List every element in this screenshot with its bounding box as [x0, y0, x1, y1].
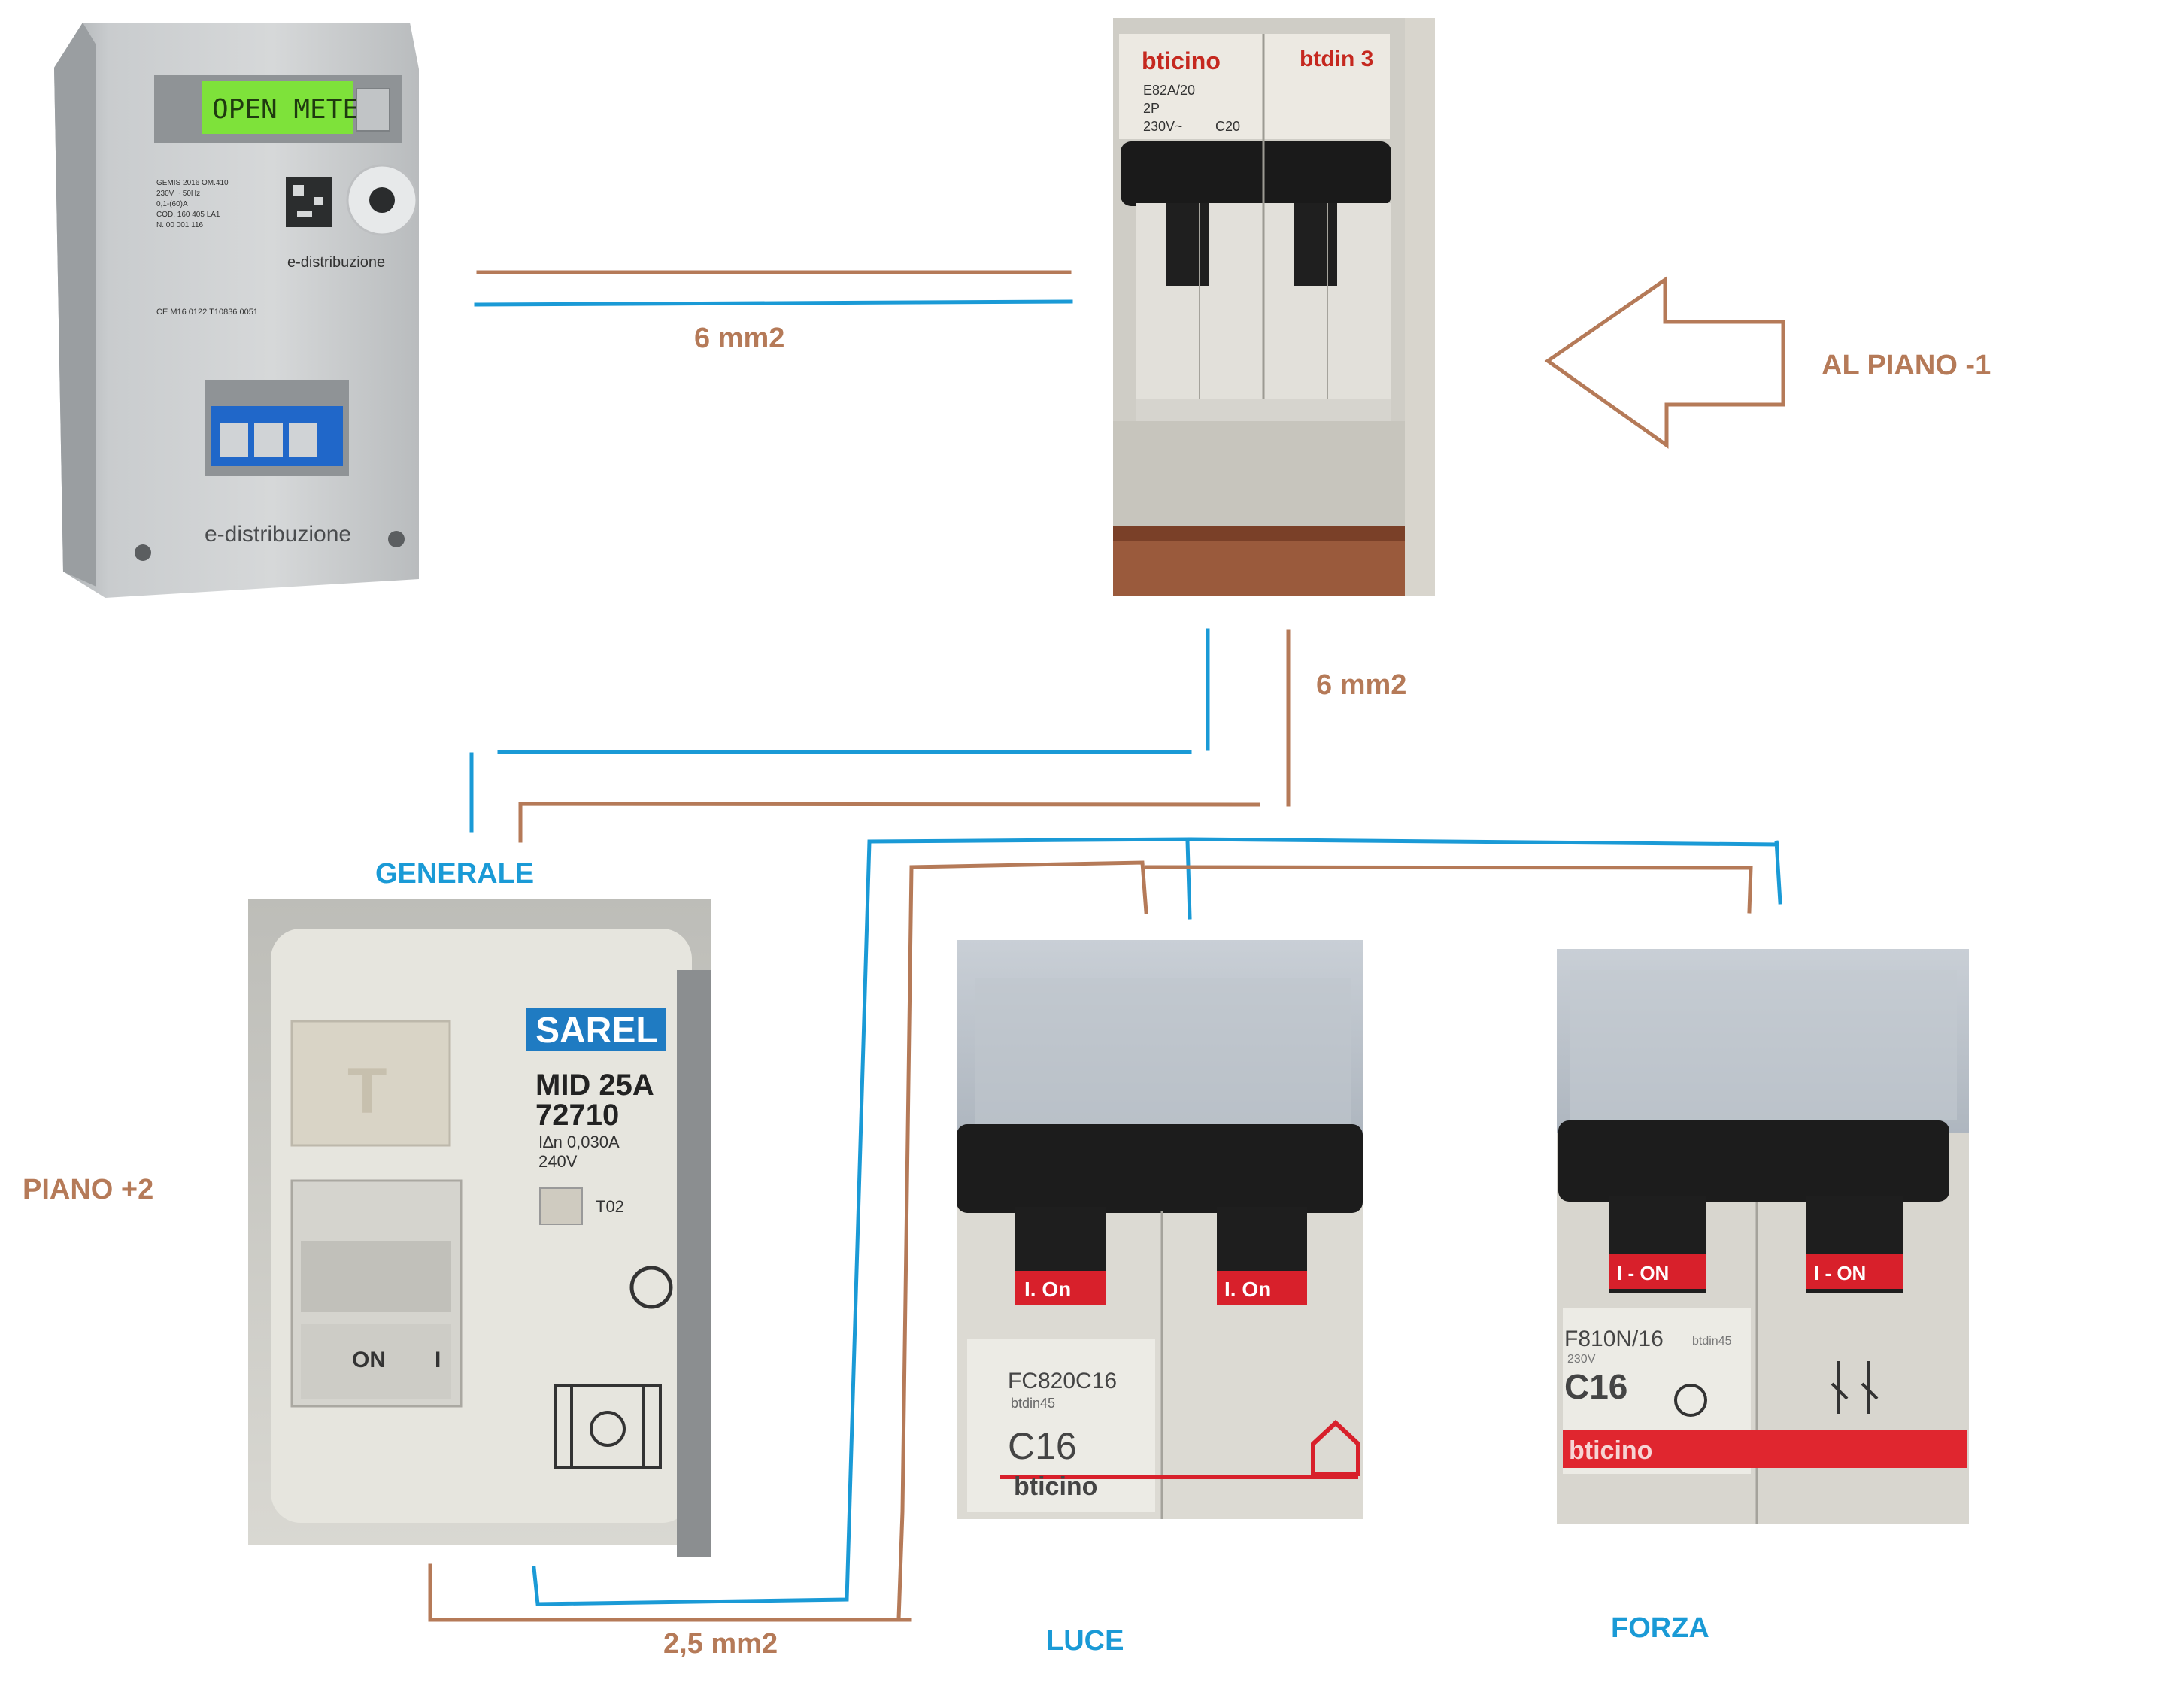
mcb-forza-toggle-bar	[1558, 1120, 1949, 1202]
mcb-forza-code: F810N/16	[1564, 1327, 1664, 1351]
arrow-from-floor	[1544, 276, 1785, 449]
breaker-brand-left: bticino	[1142, 47, 1221, 74]
rcbo-brand: SAREL	[535, 1011, 658, 1051]
wire-branch-neutral	[532, 837, 1782, 1606]
mcb-forza-brand: bticino	[1569, 1436, 1652, 1465]
wire-branch-phase	[428, 1563, 912, 1622]
mcb-luce-on-2: I. On	[1224, 1278, 1271, 1301]
screw-icon	[135, 544, 151, 561]
mcb-luce-rating: C16	[1008, 1425, 1077, 1467]
energy-meter: OPEN METER GEMIS 2016 OM.410 230V ~ 50Hz…	[54, 23, 419, 598]
cable-label-meter: 6 mm2	[694, 323, 785, 354]
label-forza: FORZA	[1611, 1612, 1709, 1644]
mcb-forza-schematic-icon	[1831, 1361, 1879, 1414]
cable-label-branch: 2,5 mm2	[663, 1628, 778, 1660]
mcb-forza-photo: I - ON I - ON F810N/16 btdin45 230V C16 …	[1557, 949, 1969, 1524]
mcb-forza-approval-icon	[1674, 1384, 1707, 1417]
svg-text:GEMIS 2016 OM.410: GEMIS 2016 OM.410	[156, 179, 229, 187]
svg-text:COD. 160 405 LA1: COD. 160 405 LA1	[156, 211, 220, 219]
wire-generale-phase	[518, 802, 1260, 843]
rcbo-code: 72710	[535, 1099, 619, 1132]
mcb-luce-photo: I. On I. On FC820C16 btdin45 C16 bticino	[957, 940, 1363, 1519]
svg-text:0,1-(60)A: 0,1-(60)A	[156, 200, 188, 208]
mcb-forza-on-1: I - ON	[1617, 1262, 1669, 1284]
cable-label-main: 6 mm2	[1316, 669, 1407, 701]
rcbo-test-button	[290, 1020, 451, 1147]
breaker-rating: C20	[1215, 119, 1240, 134]
svg-text:CE M16 0122 T10836 0051: CE M16 0122 T10836 0051	[156, 308, 258, 317]
mcb-forza-rating: C16	[1564, 1367, 1627, 1406]
svg-text:btdin45: btdin45	[1011, 1396, 1055, 1411]
wires	[428, 270, 1782, 1622]
rcbo-on-label: ON	[352, 1348, 386, 1372]
rcbo-idn: I∆n 0,030A	[538, 1133, 620, 1151]
svg-text:230V~: 230V~	[1143, 119, 1183, 134]
breaker-brand-right: btdin 3	[1300, 47, 1373, 71]
main-breaker-photo: bticino btdin 3 E82A/20 2P 230V~ C20	[1113, 18, 1435, 596]
meter-brand: e-distribuzione	[205, 522, 351, 547]
mcb-luce-code: FC820C16	[1008, 1369, 1117, 1393]
rcbo-schematic-icon	[554, 1384, 662, 1469]
mcb-luce-toggle-bar	[957, 1124, 1363, 1213]
mcb-luce-on-1: I. On	[1024, 1278, 1071, 1301]
meter-spec-text: GEMIS 2016 OM.410 230V ~ 50Hz 0,1-(60)A …	[156, 179, 258, 317]
svg-text:2P: 2P	[1143, 101, 1160, 116]
screw-icon	[388, 531, 405, 547]
svg-text:E82A/20: E82A/20	[1143, 83, 1195, 98]
svg-text:I: I	[435, 1348, 441, 1372]
wire-luce-neutral-drop	[1185, 838, 1192, 920]
mcb-forza-on-2: I - ON	[1814, 1262, 1866, 1284]
rcbo-generale-photo: T SAREL MID 25A 72710 I∆n 0,030A 240V T0…	[248, 899, 711, 1557]
meter-lcd	[202, 81, 353, 134]
label-generale: GENERALE	[375, 858, 535, 890]
label-luce: LUCE	[1046, 1625, 1124, 1657]
house-icon	[1311, 1419, 1360, 1476]
meter-display-text: OPEN METER	[212, 94, 375, 125]
label-from-floor: AL PIANO -1	[1822, 350, 1991, 381]
svg-text:N. 00 001 116: N. 00 001 116	[156, 221, 204, 229]
rcbo-test-label: T	[347, 1055, 387, 1127]
svg-text:230V ~ 50Hz: 230V ~ 50Hz	[156, 190, 200, 198]
label-floor: PIANO +2	[23, 1174, 154, 1205]
wire-meter-neutral	[474, 299, 1073, 307]
svg-text:btdin45: btdin45	[1692, 1335, 1732, 1348]
rcbo-model: MID 25A	[535, 1069, 654, 1102]
qr-code-icon	[286, 177, 332, 227]
rcbo-voltage: 240V	[538, 1152, 578, 1171]
mcb-luce-brand: bticino	[1014, 1472, 1097, 1501]
meter-brand-small: e-distribuzione	[287, 254, 385, 271]
wire-branch-phase-up	[896, 860, 1148, 1621]
svg-text:230V: 230V	[1567, 1353, 1596, 1366]
breaker-toggle-bar	[1121, 141, 1391, 206]
wire-forza-phase	[1145, 865, 1753, 914]
rcbo-approval-icon	[629, 1266, 673, 1309]
svg-text:T02: T02	[596, 1197, 624, 1216]
